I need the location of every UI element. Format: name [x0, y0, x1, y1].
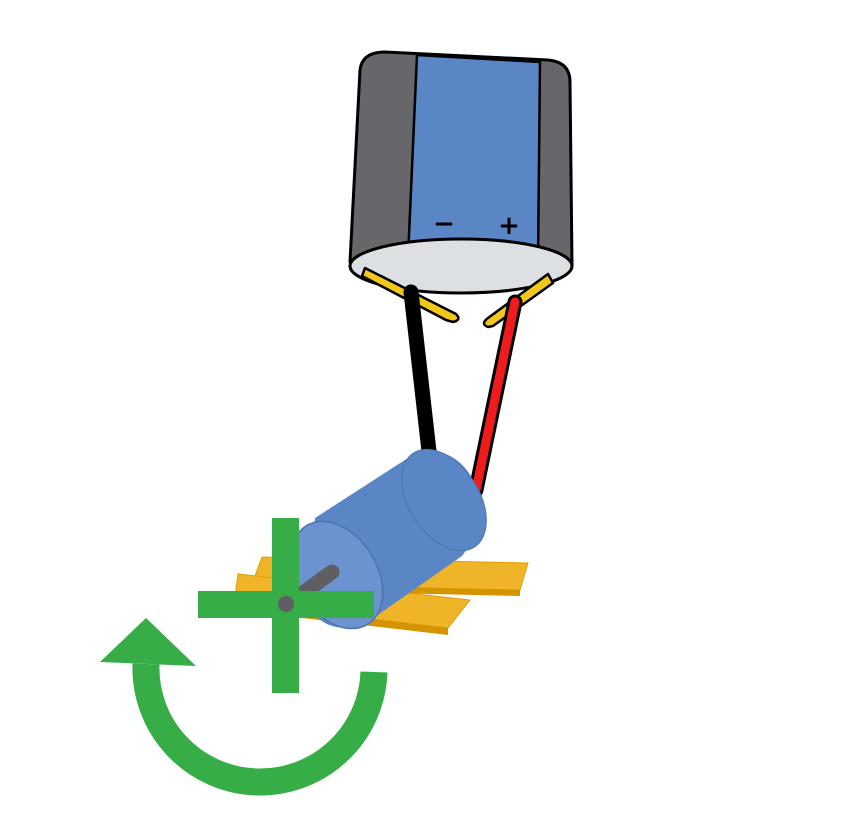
motor-back-cap	[401, 448, 487, 552]
rotation-arrowhead	[100, 618, 196, 666]
battery: − +	[348, 50, 574, 329]
positive-wire-core	[471, 297, 520, 495]
shaft-center-dot	[278, 596, 294, 612]
negative-sign: −	[433, 209, 455, 239]
positive-sign: +	[498, 211, 520, 241]
battery-label-band	[406, 53, 542, 264]
battery-bottom-face	[348, 237, 574, 295]
wires	[403, 284, 523, 498]
rotation-indicator	[100, 518, 388, 796]
negative-wire-core	[406, 287, 435, 465]
rotation-arc	[132, 663, 388, 796]
